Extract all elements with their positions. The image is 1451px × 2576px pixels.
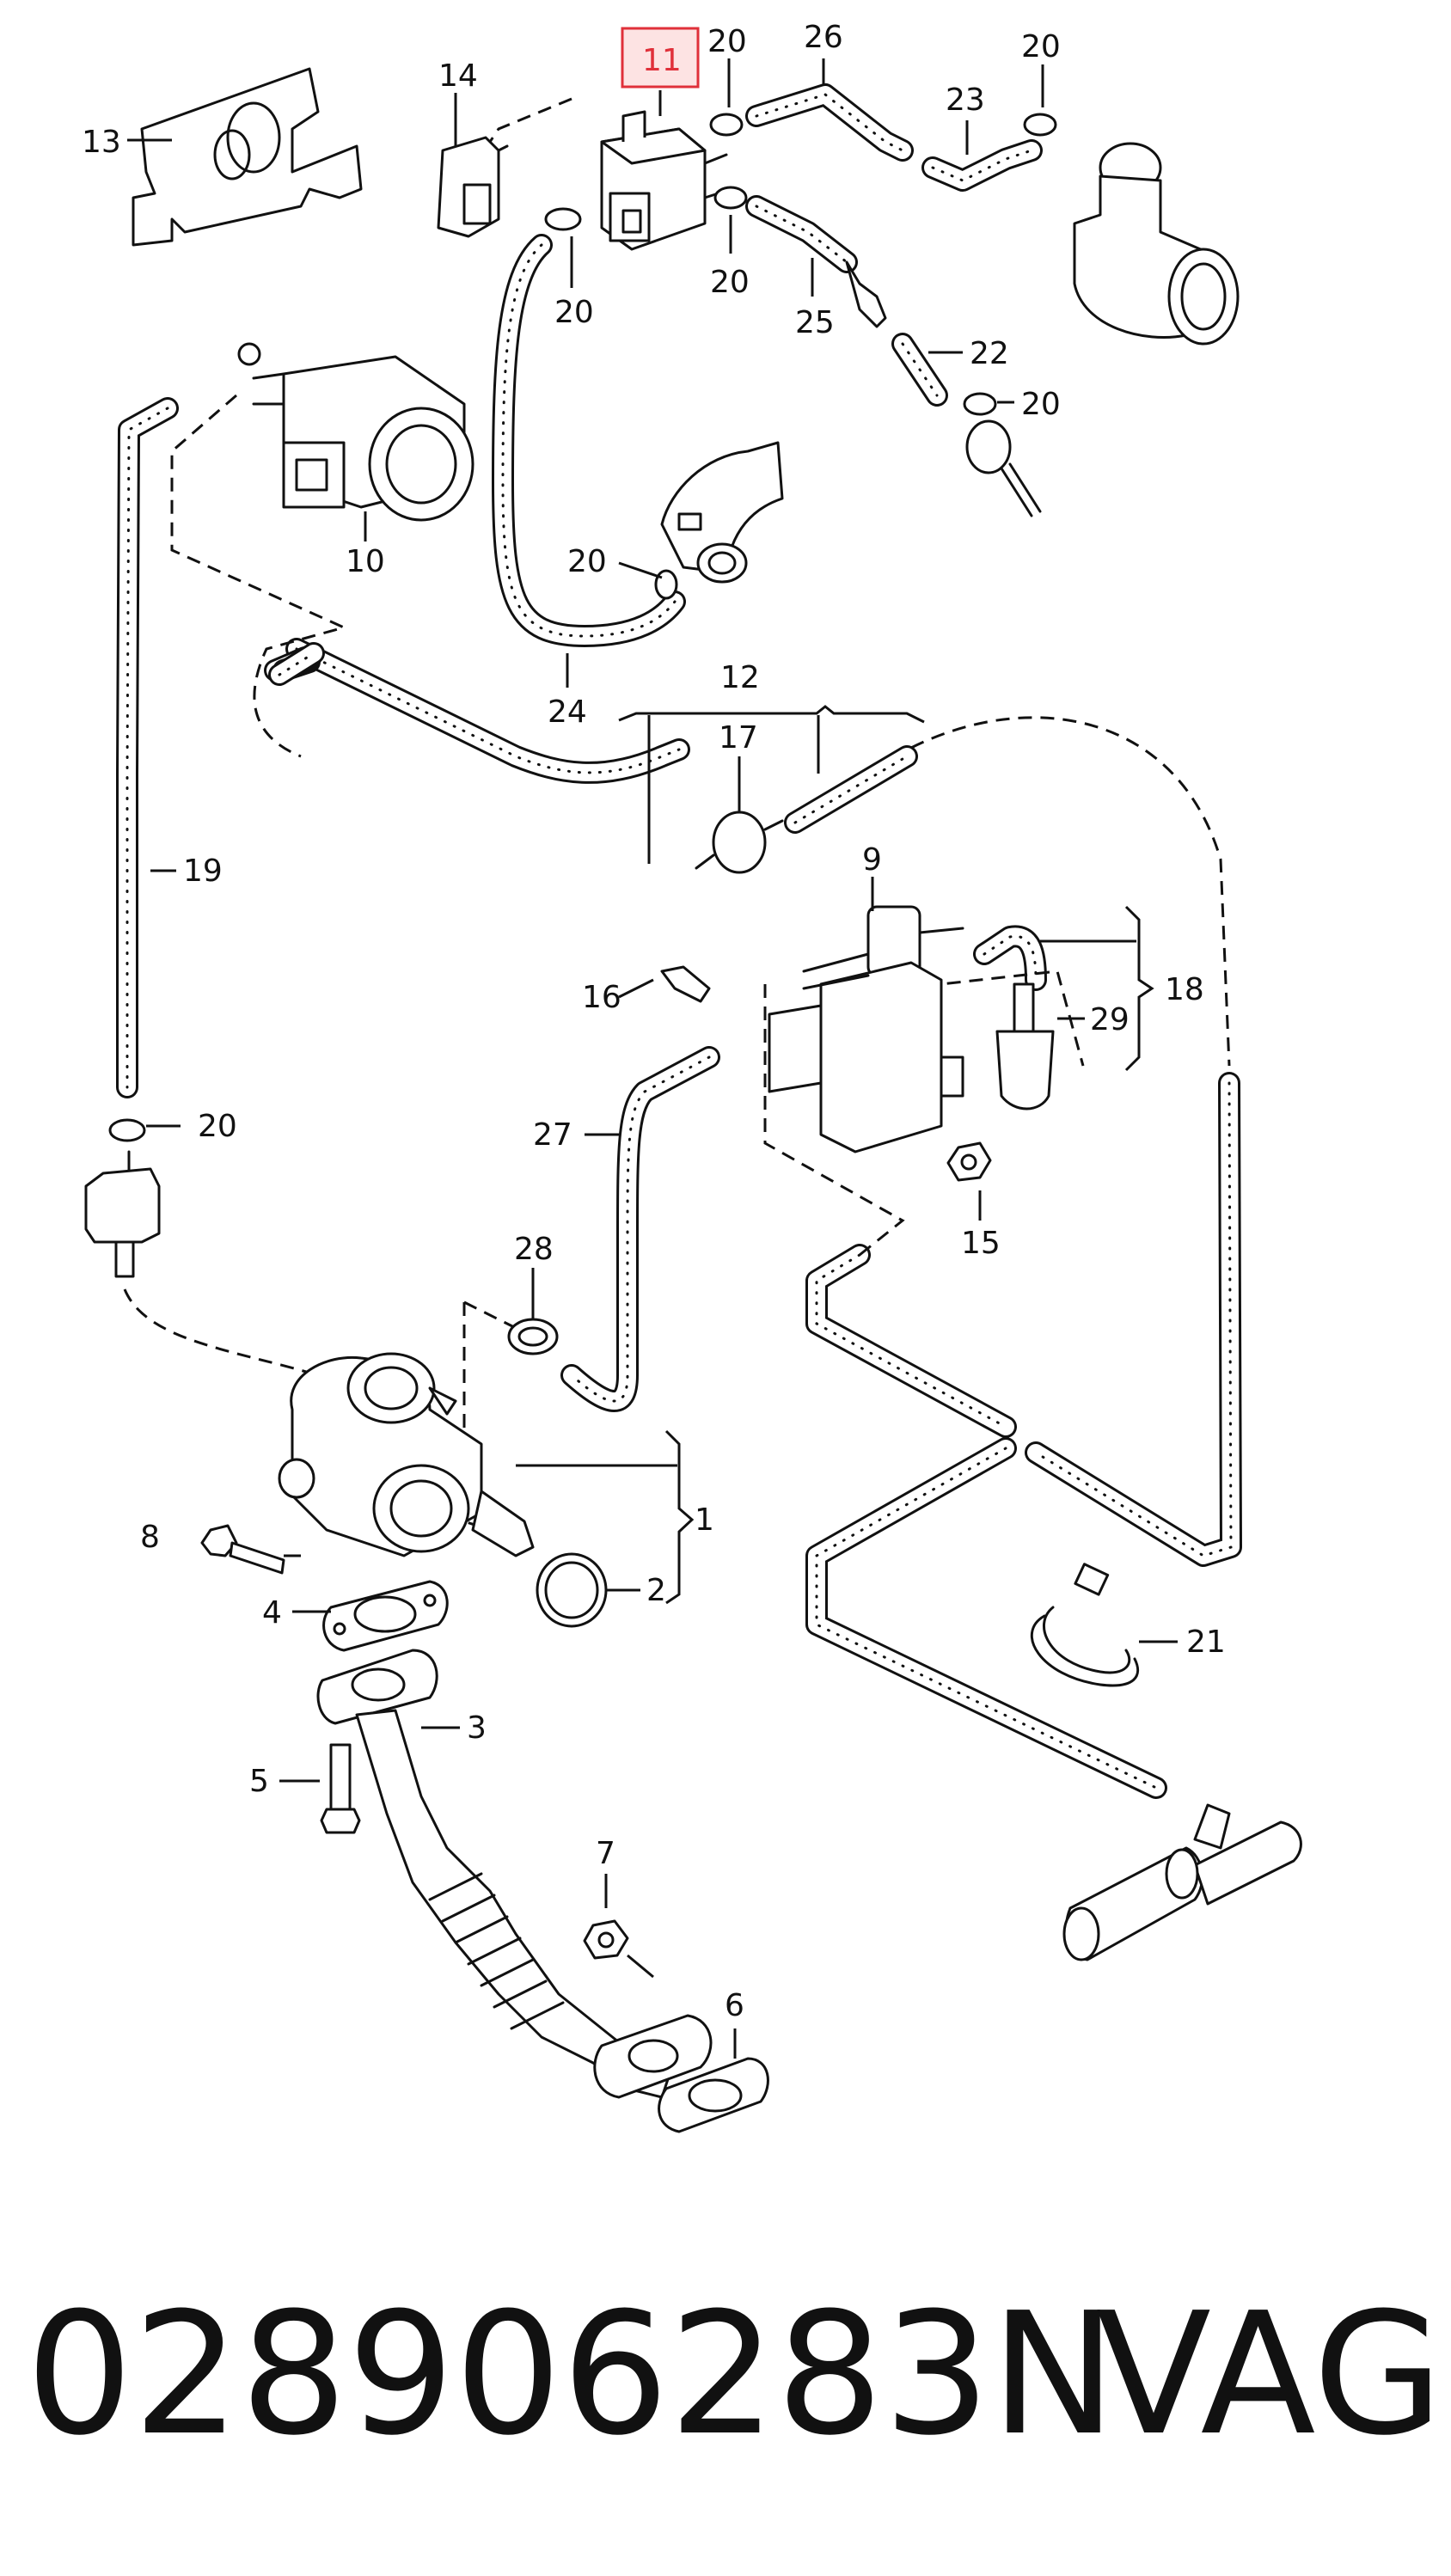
hose-23 [921, 139, 1043, 192]
callout-20-mid: 20 [710, 265, 750, 300]
part-2-o-ring [536, 1552, 608, 1628]
callout-20-mid-left: 20 [554, 295, 594, 330]
part-11-valve [600, 110, 728, 251]
callout-12: 12 [720, 660, 760, 695]
part-29-solenoid [995, 982, 1055, 1111]
part-28-clamp [507, 1318, 559, 1355]
callout-27: 27 [533, 1117, 572, 1153]
callout-29: 29 [1090, 1002, 1130, 1037]
part-1-egr-valve [278, 1352, 535, 1557]
callout-26: 26 [804, 20, 843, 55]
callout-20-elbow: 20 [567, 544, 607, 579]
callout-9: 9 [862, 842, 882, 878]
callout-11: 11 [642, 43, 682, 78]
callout-20-top-right: 20 [1021, 29, 1061, 64]
part-17-check-valve [695, 811, 784, 874]
part-4-gasket [322, 1580, 449, 1652]
leader-lines [127, 58, 1178, 2059]
callout-20-lower-left: 20 [198, 1109, 237, 1144]
hose-stub-upper [268, 642, 325, 686]
hose-19 [116, 397, 179, 1098]
part-21-cable-tie [1030, 1563, 1140, 1687]
part-7-nut [583, 1919, 629, 1960]
part-22-fitting [845, 260, 887, 328]
callout-14: 14 [438, 58, 478, 94]
callout-13: 13 [82, 125, 121, 160]
part-13-bracket [132, 67, 363, 247]
callout-23: 23 [946, 83, 985, 118]
hose-24 [492, 234, 686, 647]
part-number: 028906283N [26, 2277, 1117, 2473]
callout-10: 10 [346, 544, 385, 579]
part-5-bolt [320, 1743, 361, 1834]
callout-4: 4 [262, 1595, 282, 1631]
callout-16: 16 [582, 980, 621, 1015]
callout-24: 24 [548, 694, 587, 730]
part-9-solenoid [768, 905, 964, 1153]
hose-12-left [285, 638, 690, 784]
callout-20-right: 20 [1021, 387, 1061, 422]
hose-27 [560, 1046, 720, 1412]
callout-28: 28 [514, 1232, 554, 1267]
callout-25: 25 [795, 305, 835, 340]
callout-22: 22 [970, 336, 1009, 371]
callout-3: 3 [467, 1710, 487, 1746]
part-14-connector [437, 136, 509, 238]
clamps-20 [108, 113, 1057, 1142]
callout-20-top-left: 20 [707, 24, 747, 59]
part-vacuum-actuator [84, 1150, 161, 1278]
callout-7: 7 [596, 1836, 615, 1871]
callout-6: 6 [725, 1988, 744, 2023]
part-turbocharger [1073, 142, 1240, 346]
braces [516, 705, 1154, 1605]
part-t-connector [1062, 1803, 1302, 1961]
callout-21: 21 [1186, 1625, 1226, 1660]
part-valve-small [965, 419, 1042, 517]
hose-12-right [784, 745, 918, 834]
callout-18: 18 [1165, 972, 1204, 1007]
hose-26 [745, 83, 914, 162]
callout-2: 2 [646, 1573, 666, 1608]
callout-labels: 13 14 11 20 26 20 23 20 20 25 22 20 10 2… [82, 20, 1226, 2023]
part-3-pipe [316, 1649, 713, 2099]
callout-19: 19 [183, 854, 223, 889]
hose-lower-network [805, 1244, 1167, 1799]
part-6-gasket [658, 2057, 769, 2133]
hose-18 [973, 925, 1047, 991]
callout-15: 15 [961, 1226, 1001, 1261]
part-8-bolt [200, 1524, 285, 1575]
part-10-actuator [237, 342, 474, 522]
callout-1: 1 [695, 1502, 714, 1538]
brand-label: VAG [1096, 2277, 1443, 2473]
highlight-box-11 [621, 27, 700, 89]
assembly-lines [123, 97, 1231, 1532]
callout-8: 8 [140, 1520, 160, 1555]
hose-22 [891, 333, 948, 407]
hose-25 [745, 195, 858, 273]
part-intake-elbow [660, 441, 784, 584]
callout-5: 5 [249, 1764, 269, 1799]
callout-17: 17 [719, 720, 758, 756]
part-15-nut [946, 1141, 992, 1182]
hose-group [116, 83, 1242, 1799]
part-16-sender [660, 965, 711, 1003]
hose-right-vertical [1025, 1072, 1242, 1567]
footer: 028906283N VAG [26, 2277, 1443, 2473]
